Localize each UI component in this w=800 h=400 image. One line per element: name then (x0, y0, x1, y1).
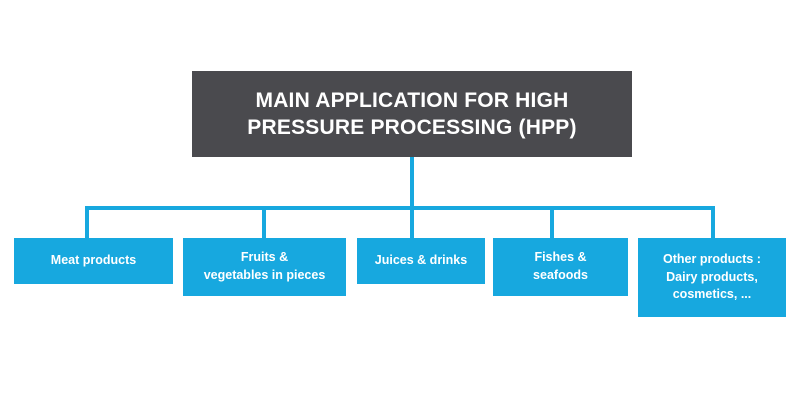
node-meat-products[interactable]: Meat products (14, 238, 173, 284)
node-juices-drinks[interactable]: Juices & drinks (357, 238, 485, 284)
node-fruits-vegetables-in-pieces-label: Fruits & vegetables in pieces (203, 250, 326, 282)
connector-drop-fishes-seafoods (550, 206, 554, 240)
connector-root-stem (410, 157, 414, 210)
node-fishes-seafoods-label: Fishes & seafoods (533, 250, 588, 282)
node-fruits-vegetables-in-pieces[interactable]: Fruits & vegetables in pieces (183, 238, 346, 296)
node-juices-drinks-label: Juices & drinks (374, 253, 468, 268)
root-node-label: MAIN APPLICATION FOR HIGH PRESSURE PROCE… (247, 88, 577, 139)
connector-horizontal-bus (85, 206, 715, 210)
connector-drop-other-products (711, 206, 715, 240)
connector-drop-juices-drinks (410, 206, 414, 240)
node-fishes-seafoods[interactable]: Fishes & seafoods (493, 238, 628, 296)
node-other-products[interactable]: Other products : Dairy products, cosmeti… (638, 238, 786, 317)
connector-drop-fruits-vegetables (262, 206, 266, 240)
node-meat-products-label: Meat products (50, 253, 137, 268)
root-node-main-application-hpp[interactable]: MAIN APPLICATION FOR HIGH PRESSURE PROCE… (192, 71, 632, 157)
connector-drop-meat-products (85, 206, 89, 240)
node-other-products-label: Other products : Dairy products, cosmeti… (663, 251, 761, 302)
